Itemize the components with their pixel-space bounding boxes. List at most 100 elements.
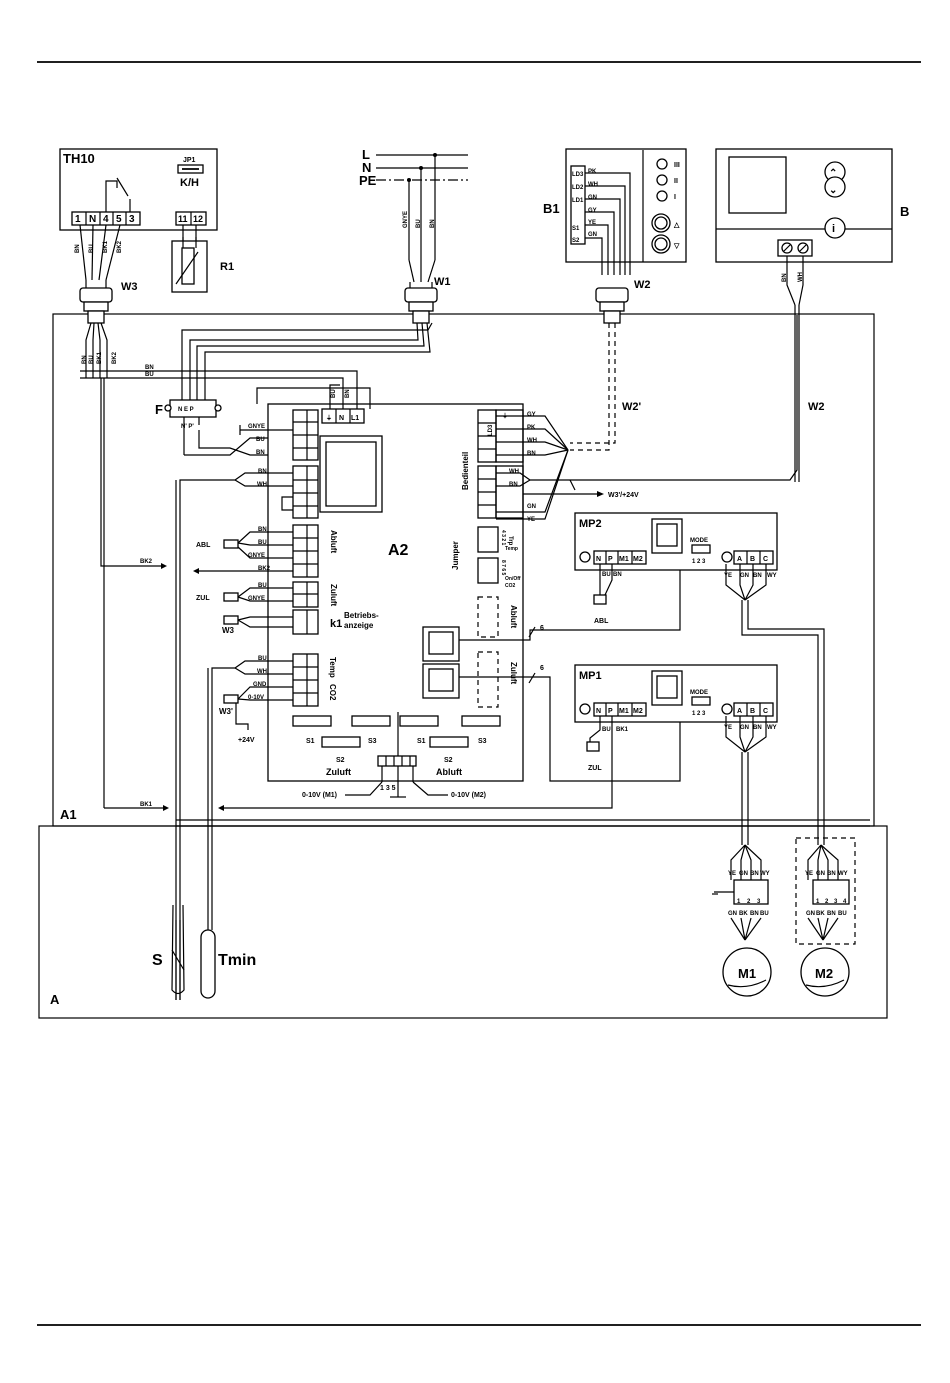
svg-text:0-10V: 0-10V [248,695,264,701]
b1-control-panel: B1 LD3 LD2 LD1 S1 S2 PK WH GN GY YE GN I… [543,148,687,451]
svg-text:1 2 3: 1 2 3 [692,559,706,565]
svg-text:BK2: BK2 [140,559,153,565]
svg-text:S3: S3 [368,738,377,745]
svg-text:MODE: MODE [690,538,708,544]
svg-text:BK2: BK2 [117,240,123,253]
label-a1: A1 [60,807,77,822]
svg-text:W3'/+24V: W3'/+24V [608,492,639,499]
svg-text:WH: WH [588,182,598,188]
svg-text:WH: WH [257,669,267,675]
svg-text:Trp: Trp [507,536,513,546]
svg-text:BU: BU [838,911,847,917]
svg-text:BK1: BK1 [103,240,109,253]
svg-text:⌄: ⌄ [829,185,837,196]
board-a2: A2 ⏚ N L1 BU BN BN BU GNYE BU BN B [80,315,798,1000]
label-kh: K/H [180,177,199,189]
svg-text:LD3: LD3 [572,172,584,178]
svg-text:BN: BN [258,469,267,475]
w3-cable: BN BU BK1 BK2 W3 BN BU BK1 BK2 [75,224,138,378]
svg-text:P: P [608,708,613,715]
svg-text:LD1: LD1 [572,198,584,204]
mp1-module: MP1 MODE 1 2 3 N P M1 M2 A B C BU BK1 ZU… [574,664,778,845]
svg-text:BN: BN [509,482,518,488]
svg-text:GN: GN [728,911,737,917]
svg-text:Bedienteil: Bedienteil [461,452,470,490]
svg-text:BN: BN [613,572,622,578]
svg-text:M2: M2 [633,708,643,715]
svg-text:BU: BU [602,727,611,733]
svg-text:BN: BN [753,725,762,731]
label-th10: TH10 [63,151,95,166]
svg-text:N: N [596,556,601,563]
svg-text:BN: BN [753,573,762,579]
svg-text:BN: BN [82,355,88,364]
svg-text:WH: WH [798,272,804,282]
svg-text:0-10V (M1): 0-10V (M1) [302,792,337,799]
svg-text:MP1: MP1 [579,670,602,682]
sensor-tmin: Tmin [200,929,256,999]
svg-text:BN: BN [750,911,759,917]
svg-text:M2: M2 [815,966,833,981]
svg-text:▽: ▽ [673,243,680,250]
label-n: N [362,160,371,175]
label-b1: B1 [543,201,560,216]
svg-text:YE: YE [728,871,736,877]
svg-text:WH: WH [257,482,267,488]
label-jp1: JP1 [183,157,196,164]
svg-text:1 3 5: 1 3 5 [380,785,396,792]
svg-text:LD2: LD2 [572,185,584,191]
svg-text:i: i [832,223,835,235]
svg-text:BU: BU [416,219,422,228]
svg-text:YE: YE [527,517,535,523]
svg-text:Jumper: Jumper [451,541,460,570]
svg-text:YE: YE [724,725,732,731]
svg-text:BK2: BK2 [112,351,118,364]
svg-text:0-10V (M2): 0-10V (M2) [451,792,486,799]
svg-text:CO2: CO2 [328,684,337,701]
svg-text:W3: W3 [222,626,235,635]
svg-text:Abluft: Abluft [329,530,338,553]
svg-text:BN: BN [256,450,265,456]
svg-text:BN: BN [145,365,154,371]
filter-f: F N E P N' P' [155,399,298,456]
svg-text:WH: WH [509,469,519,475]
svg-text:WY: WY [838,871,848,877]
b-control-panel: B ⌃ ⌄ i BN WH W2 [715,148,909,482]
svg-text:GN: GN [588,195,597,201]
svg-text:ABL: ABL [594,618,609,625]
svg-text:CO2: CO2 [505,583,516,589]
svg-text:⌃: ⌃ [829,168,837,179]
svg-text:4: 4 [843,899,847,905]
svg-text:On/Off: On/Off [505,576,521,582]
svg-text:Temp: Temp [505,546,518,552]
svg-text:W3': W3' [219,707,233,716]
svg-text:BU: BU [258,583,267,589]
svg-text:S: S [152,952,163,969]
svg-text:GNYE: GNYE [248,553,265,559]
svg-text:BK2: BK2 [258,566,271,572]
svg-text:Zuluft: Zuluft [509,662,518,685]
svg-text:M2: M2 [633,556,643,563]
svg-text:GY: GY [527,412,536,418]
svg-text:S3: S3 [478,738,487,745]
svg-text:ABL: ABL [196,542,211,549]
svg-text:N E P: N E P [178,407,194,413]
svg-text:P: P [608,556,613,563]
label-f: F [155,402,163,417]
sensor-s: S [152,904,185,1000]
svg-text:WY: WY [760,871,770,877]
svg-text:GY: GY [588,208,597,214]
svg-text:GND: GND [253,682,267,688]
svg-text:BU: BU [258,656,267,662]
svg-text:M1: M1 [619,556,629,563]
svg-text:2: 2 [747,899,751,905]
label-w3: W3 [121,281,138,293]
svg-text:GN: GN [588,232,597,238]
svg-text:C: C [763,556,768,563]
svg-text:B: B [750,556,755,563]
svg-text:S2: S2 [572,238,580,244]
svg-text:I: I [674,194,676,201]
r1-t11: 11 [178,214,188,224]
svg-text:BU: BU [89,244,95,253]
label-l: L [362,147,370,162]
